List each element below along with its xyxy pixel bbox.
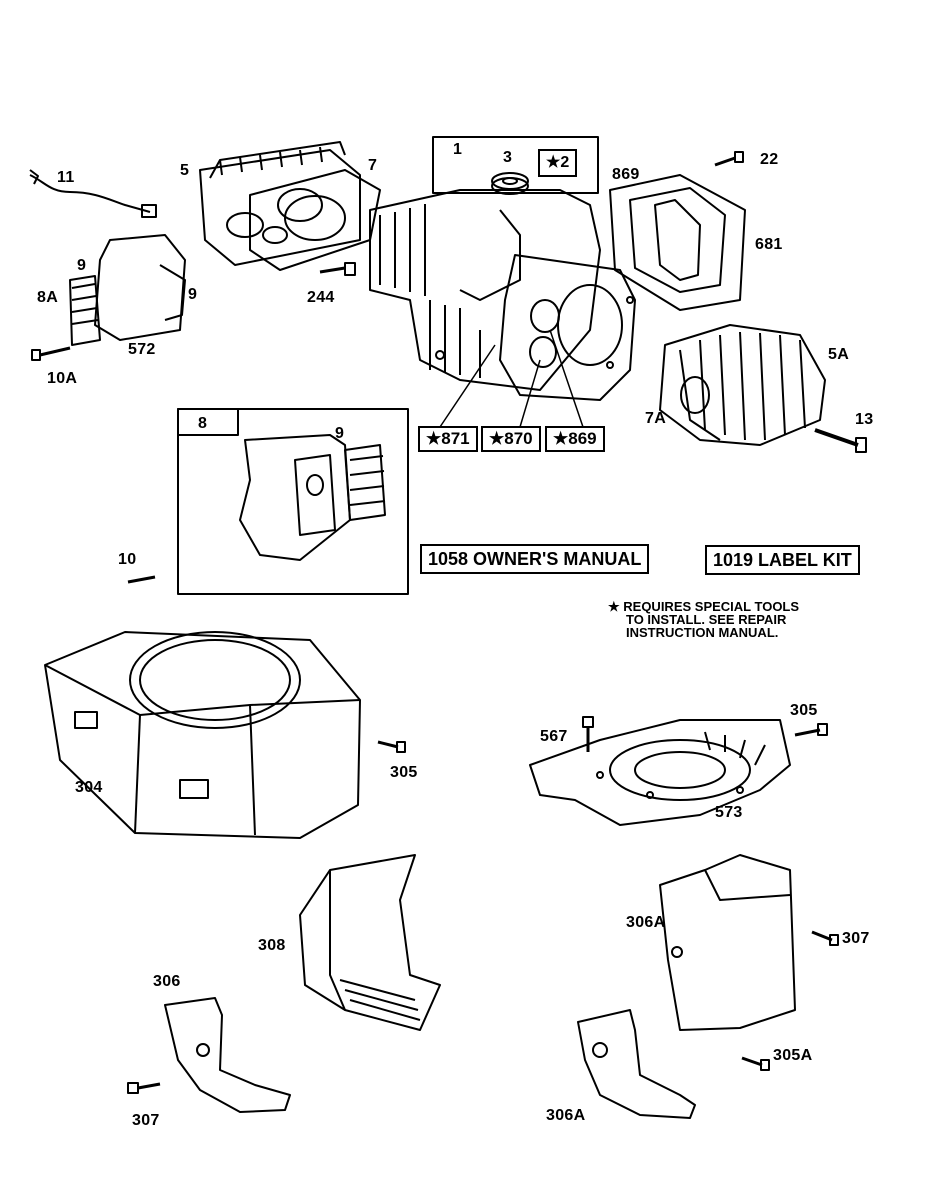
part-567-bolt [582,716,594,752]
callout-307-left: 307 [132,1112,160,1129]
callout-9-b: 9 [188,286,198,303]
part-306a-shield-right [659,854,796,1031]
part-307-screw-right [811,930,839,946]
owners-manual-kit: 1058 OWNER'S MANUAL [420,544,650,574]
callout-7a: 7A [645,410,667,427]
part-13-bolt [814,428,867,453]
special-tools-note: ★ REQUIRES SPECIAL TOOLS TO INSTALL. SEE… [608,600,799,639]
part-10-screw [127,575,156,584]
note-line-1: ★ REQUIRES SPECIAL TOOLS [608,599,800,614]
label-kit: 1019 LABEL KIT [705,545,860,575]
part-681-valve-cover [609,174,746,311]
callout-573: 573 [715,804,743,821]
callout-7: 7 [368,157,378,174]
callout-871-star: ★871 [418,426,478,452]
note-line-2: TO INSTALL. SEE REPAIR [626,612,787,627]
part-8-inset [177,408,409,595]
callout-567: 567 [540,728,568,745]
part-5-head-plate [199,141,361,266]
part-305-screw-left [377,740,406,753]
callout-1: 1 [453,141,463,158]
callout-9-c: 9 [335,425,345,442]
callout-305a: 305A [773,1047,813,1064]
callout-244: 244 [307,289,335,306]
part-307-screw-left [127,1082,161,1094]
callout-2-star: ★2 [538,149,578,177]
callout-9-a: 9 [77,257,87,274]
callout-11: 11 [57,169,75,186]
callout-22: 22 [760,151,779,168]
part-306a-baffle-lower [577,1009,696,1119]
part-572-bracket [69,234,186,346]
callout-307-right: 307 [842,930,870,947]
callout-8: 8 [198,415,208,432]
callout-306a-upper: 306A [626,914,666,931]
part-244-fitting [319,262,356,276]
part-573-baffle [529,719,791,826]
callout-3: 3 [503,149,513,166]
part-10a-screw [31,346,71,361]
callout-13: 13 [855,411,874,428]
callout-5: 5 [180,162,190,179]
callout-869-top: 869 [612,166,640,183]
callout-306a-lower: 306A [546,1107,586,1124]
callout-869-star: ★869 [545,426,605,452]
callout-10: 10 [118,551,137,568]
part-308-cylinder-shield [299,854,441,1031]
callout-5a: 5A [828,346,850,363]
callout-8a: 8A [37,289,59,306]
callout-304: 304 [75,779,103,796]
part-5a-cylinder-head [659,324,826,446]
callout-305-left: 305 [390,764,418,781]
part-304-blower-housing [44,631,361,839]
callout-10a: 10A [47,370,78,387]
note-line-3: INSTRUCTION MANUAL. [626,625,779,640]
callout-308: 308 [258,937,286,954]
part-engine-block [369,136,636,401]
callout-305-right-top: 305 [790,702,818,719]
part-3-oil-seal [491,172,529,195]
part-306-baffle-left [164,997,291,1113]
leader-lines [439,329,584,428]
callout-306: 306 [153,973,181,990]
part-22-screw [714,151,744,167]
callout-681: 681 [755,236,783,253]
callout-572: 572 [128,341,156,358]
part-305a-screw [741,1056,770,1071]
part-11-wire [29,169,157,218]
part-305-screw-right [794,723,828,737]
callout-870-star: ★870 [481,426,541,452]
